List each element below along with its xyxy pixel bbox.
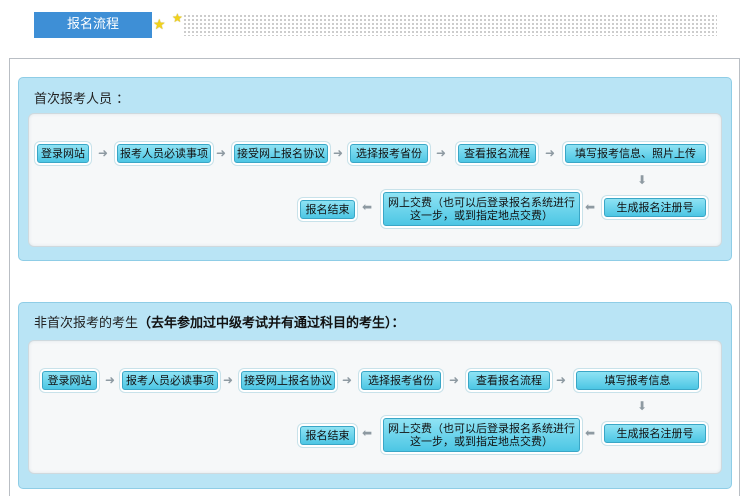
arrow-left-icon: ⬅ <box>585 426 596 440</box>
step-read-notice[interactable]: 报考人员必读事项 <box>117 144 211 163</box>
flow-area <box>28 113 722 247</box>
step-select-province[interactable]: 选择报考省份 <box>350 144 428 163</box>
arrow-right-icon: ➜ <box>105 373 116 387</box>
step-generate-register-number[interactable]: 生成报名注册号 <box>604 198 706 217</box>
step-login[interactable]: 登录网站 <box>42 371 97 390</box>
step-fill-info[interactable]: 填写报考信息 <box>576 371 699 390</box>
step-view-process[interactable]: 查看报名流程 <box>468 371 550 390</box>
arrow-right-icon: ➜ <box>556 373 567 387</box>
step-registration-end[interactable]: 报名结束 <box>300 200 355 219</box>
step-accept-agreement[interactable]: 接受网上报名协议 <box>241 371 335 390</box>
section-title: 首次报考人员 ： <box>34 92 130 107</box>
step-login[interactable]: 登录网站 <box>37 144 89 163</box>
step-select-province[interactable]: 选择报考省份 <box>361 371 441 390</box>
step-fill-info[interactable]: 填写报考信息、照片上传 <box>565 144 706 163</box>
arrow-right-icon: ➜ <box>216 146 227 160</box>
arrow-left-icon: ⬅ <box>362 200 373 214</box>
arrow-right-icon: ➜ <box>449 373 460 387</box>
arrow-right-icon: ➜ <box>223 373 234 387</box>
arrow-right-icon: ➜ <box>333 146 344 160</box>
section-title-plain: 非首次报考的考生 <box>34 316 139 331</box>
section-title: 非首次报考的考生（去年参加过中级考试并有通过科目的考生）： <box>34 312 405 331</box>
arrow-right-icon: ➜ <box>436 146 447 160</box>
arrow-left-icon: ⬅ <box>362 426 373 440</box>
star-icon: ★ <box>172 11 183 25</box>
step-accept-agreement[interactable]: 接受网上报名协议 <box>234 144 328 163</box>
arrow-right-icon: ➜ <box>342 373 353 387</box>
arrow-left-icon: ⬅ <box>585 200 596 214</box>
dotted-separator <box>183 14 717 36</box>
step-view-process[interactable]: 查看报名流程 <box>458 144 536 163</box>
step-read-notice[interactable]: 报考人员必读事项 <box>122 371 218 390</box>
step-generate-register-number[interactable]: 生成报名注册号 <box>604 424 706 443</box>
step-online-payment[interactable]: 网上交费（也可以后登录报名系统进行这一步，或到指定地点交费） <box>383 418 580 452</box>
step-online-payment[interactable]: 网上交费（也可以后登录报名系统进行这一步，或到指定地点交费） <box>383 192 580 226</box>
tab-registration-process[interactable]: 报名流程 <box>34 12 152 38</box>
arrow-down-icon: ⬇ <box>637 399 648 413</box>
arrow-right-icon: ➜ <box>545 146 556 160</box>
arrow-right-icon: ➜ <box>98 146 109 160</box>
arrow-down-icon: ⬇ <box>637 173 648 187</box>
section-title-bold: （去年参加过中级考试并有通过科目的考生）： <box>138 316 405 331</box>
star-icon: ★ <box>153 17 166 33</box>
flow-area <box>28 340 722 474</box>
step-registration-end[interactable]: 报名结束 <box>300 426 355 445</box>
